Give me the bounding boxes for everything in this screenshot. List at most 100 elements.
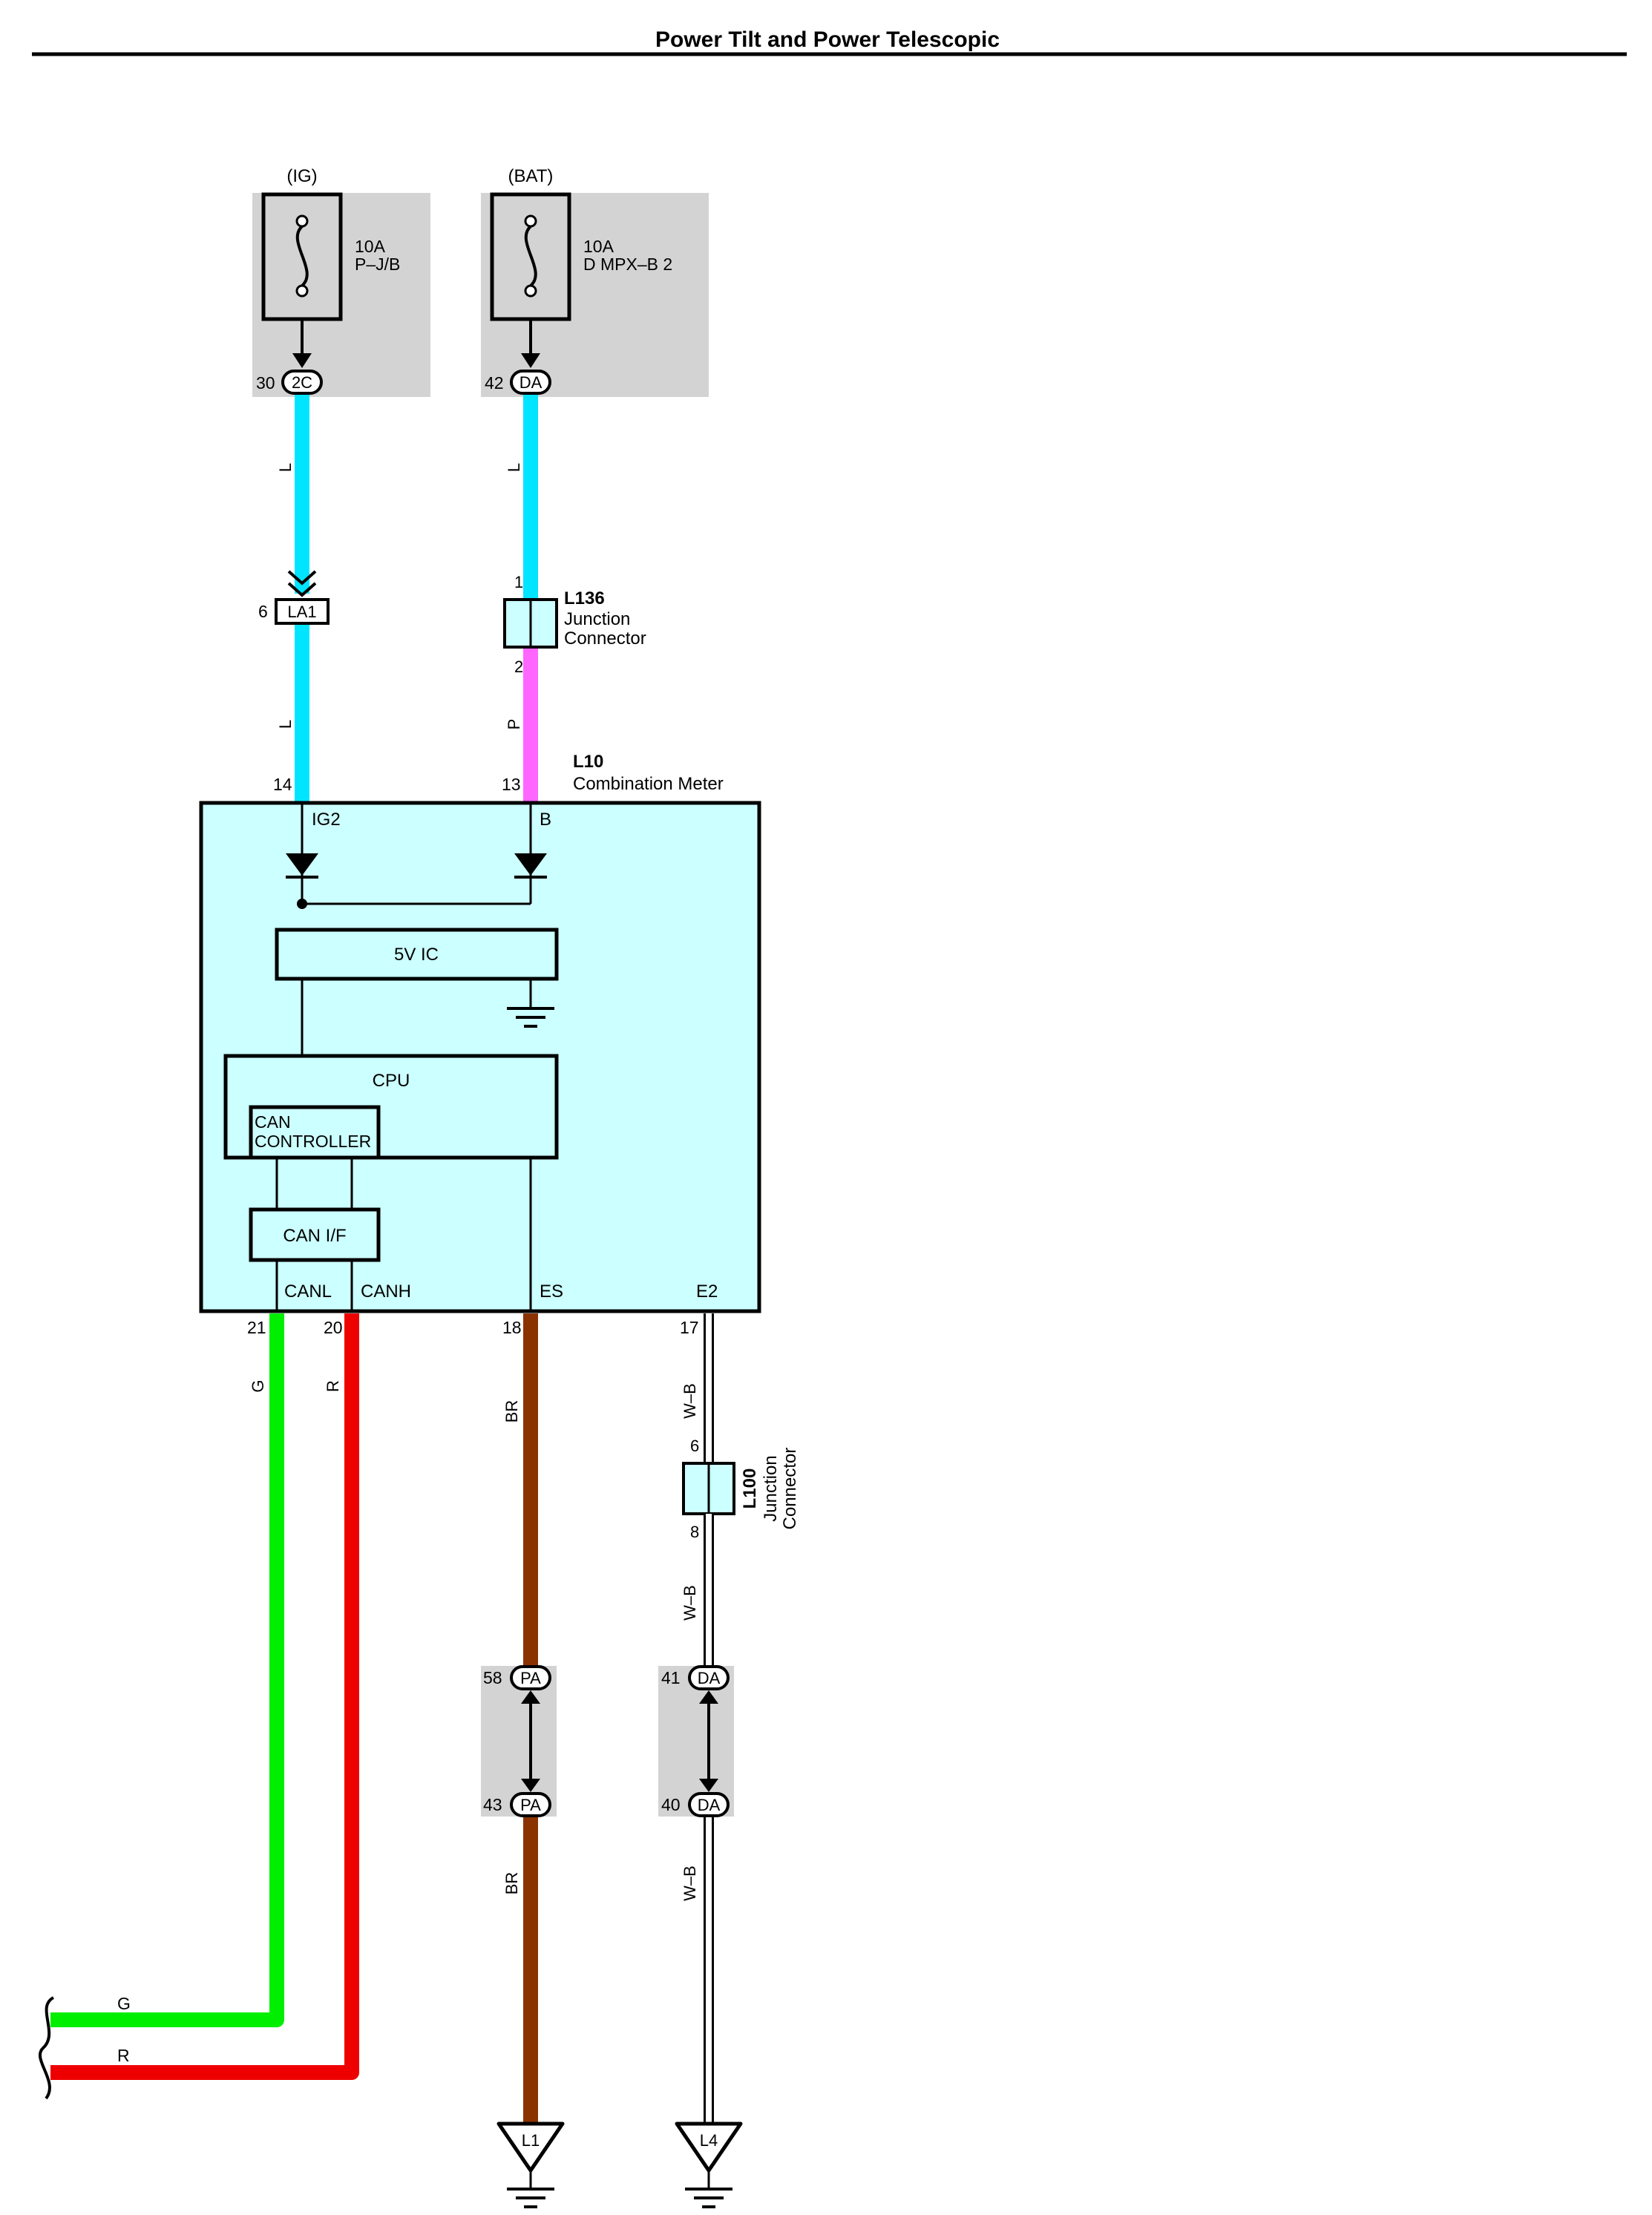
meter-pin-canl: 21 — [247, 1318, 266, 1337]
da-box — [658, 1666, 734, 1817]
l100-id: L100 — [740, 1469, 760, 1509]
wire-ig-lower-color: L — [276, 720, 295, 729]
meter-label-ig2: IG2 — [312, 810, 341, 830]
da-top-pin: 41 — [661, 1668, 681, 1687]
pa-top-label: PA — [520, 1669, 541, 1687]
pa-bottom-connector — [510, 1792, 551, 1817]
la1-pin: 6 — [258, 602, 268, 621]
fuse-ig-pin: 30 — [256, 373, 275, 393]
fuse-bat-box — [481, 193, 709, 397]
fuse-bat-connector — [510, 370, 551, 395]
meter-label-canl: CANL — [284, 1282, 332, 1302]
wire-e2-lower-color: W–B — [681, 1865, 699, 1901]
can-if-label: CAN I/F — [283, 1226, 346, 1246]
l136-pin-bottom: 2 — [514, 657, 523, 676]
l100-line1: Junction — [761, 1455, 781, 1521]
fuse-bat-element-icon — [524, 225, 537, 287]
fuse-ig-connector — [281, 370, 323, 395]
la1-connector — [275, 598, 330, 625]
bus-label-r: R — [117, 2046, 130, 2065]
fuse-ig-connector-label: 2C — [292, 373, 312, 392]
wire-bat-upper-color: L — [505, 463, 523, 472]
fuse-ig-arrow-icon — [292, 353, 312, 368]
can-controller-box — [249, 1105, 381, 1160]
fuse-bat-pin: 42 — [485, 373, 504, 393]
wire-bat-lower-color: P — [505, 719, 523, 730]
diode-b-icon — [514, 853, 547, 876]
cpu-label: CPU — [373, 1071, 410, 1091]
fuse-bat-name: D MPX–B 2 — [583, 255, 672, 274]
pa-top-connector — [510, 1665, 551, 1690]
da-bottom-pin: 40 — [661, 1795, 681, 1814]
meter-pin-canh: 20 — [324, 1318, 343, 1337]
wire-es-upper-color: BR — [502, 1400, 521, 1423]
meter-pin-es: 18 — [502, 1318, 522, 1337]
page-title: Power Tilt and Power Telescopic — [655, 27, 1000, 52]
pa-box — [481, 1666, 557, 1817]
pa-arrow-up-icon — [521, 1690, 540, 1704]
wire-e2-upper-color: W–B — [681, 1383, 699, 1419]
meter-label-es: ES — [540, 1282, 563, 1302]
da-top-label: DA — [698, 1669, 721, 1687]
pa-bottom-label: PA — [520, 1796, 541, 1814]
l136-pin-top: 1 — [514, 573, 523, 591]
can-if-box — [249, 1207, 381, 1262]
fuse-bat-connector-label: DA — [519, 373, 543, 392]
fuse-bat-arrow-icon — [521, 353, 540, 368]
meter-pin-b: 13 — [502, 775, 521, 794]
fuse-bat-supply: (BAT) — [508, 166, 554, 186]
meter-pin-e2: 17 — [680, 1318, 699, 1337]
bus-label-g: G — [117, 1994, 131, 2013]
da-arrow-up-icon — [699, 1690, 718, 1704]
meter-name: Combination Meter — [573, 774, 724, 794]
fuse-ig-rating: 10A — [355, 237, 386, 256]
junction-dot-icon — [297, 899, 307, 909]
da-arrow-down-icon — [699, 1779, 718, 1792]
l136-line2: Connector — [564, 629, 646, 649]
can-controller-label-2: CONTROLLER — [255, 1132, 371, 1151]
wire-es-lower-color: BR — [502, 1872, 521, 1895]
meter-label-b: B — [540, 810, 551, 830]
fuse-ig-supply: (IG) — [286, 166, 317, 186]
pa-arrow-down-icon — [521, 1779, 540, 1792]
meter-label-canh: CANH — [361, 1282, 411, 1302]
wire-e2-mid-color: W–B — [681, 1585, 699, 1621]
pa-top-pin: 58 — [483, 1668, 502, 1687]
l136-id: L136 — [564, 588, 605, 608]
can-controller-label-1: CAN — [255, 1112, 291, 1132]
wire-canl — [50, 1313, 284, 2027]
l136-line1: Junction — [564, 609, 630, 629]
l100-pin-bottom: 8 — [690, 1523, 699, 1541]
wire-canl-color: G — [249, 1379, 267, 1392]
meter-label-e2: E2 — [696, 1282, 718, 1302]
wire-ig-upper-color: L — [276, 463, 295, 472]
bus-break-icon — [39, 1996, 55, 2100]
fuse-ig-terminal-top — [295, 214, 309, 228]
da-bottom-label: DA — [698, 1796, 721, 1814]
wire-canh-color: R — [324, 1380, 342, 1392]
l100-pin-top: 6 — [690, 1437, 699, 1455]
l100-line2: Connector — [780, 1448, 800, 1530]
fuse-bat-rating: 10A — [583, 237, 614, 256]
la1-label: LA1 — [287, 603, 316, 621]
meter-pin-ig2: 14 — [273, 775, 292, 794]
pa-bottom-pin: 43 — [483, 1795, 502, 1814]
ground-l4 — [675, 2122, 743, 2173]
diode-ig2-icon — [286, 853, 318, 876]
ground-l1 — [496, 2122, 565, 2173]
ground-l4-label: L4 — [700, 2131, 718, 2150]
ic-5v-label: 5V IC — [394, 945, 439, 965]
fuse-bat-terminal-bottom — [524, 284, 537, 298]
fuse-ig-name: P–J/B — [355, 255, 400, 274]
ic-5v-box — [275, 928, 559, 981]
la1-chevron-icon — [287, 570, 317, 597]
wire-canh — [50, 1313, 359, 2080]
fuse-ig-element-icon — [295, 225, 309, 287]
ground-l1-label: L1 — [522, 2131, 540, 2150]
da-top-connector — [688, 1665, 730, 1690]
fuse-ig-terminal-bottom — [295, 284, 309, 298]
da-bottom-connector — [688, 1792, 730, 1817]
fuse-bat-terminal-top — [524, 214, 537, 228]
meter-id: L10 — [573, 752, 603, 772]
